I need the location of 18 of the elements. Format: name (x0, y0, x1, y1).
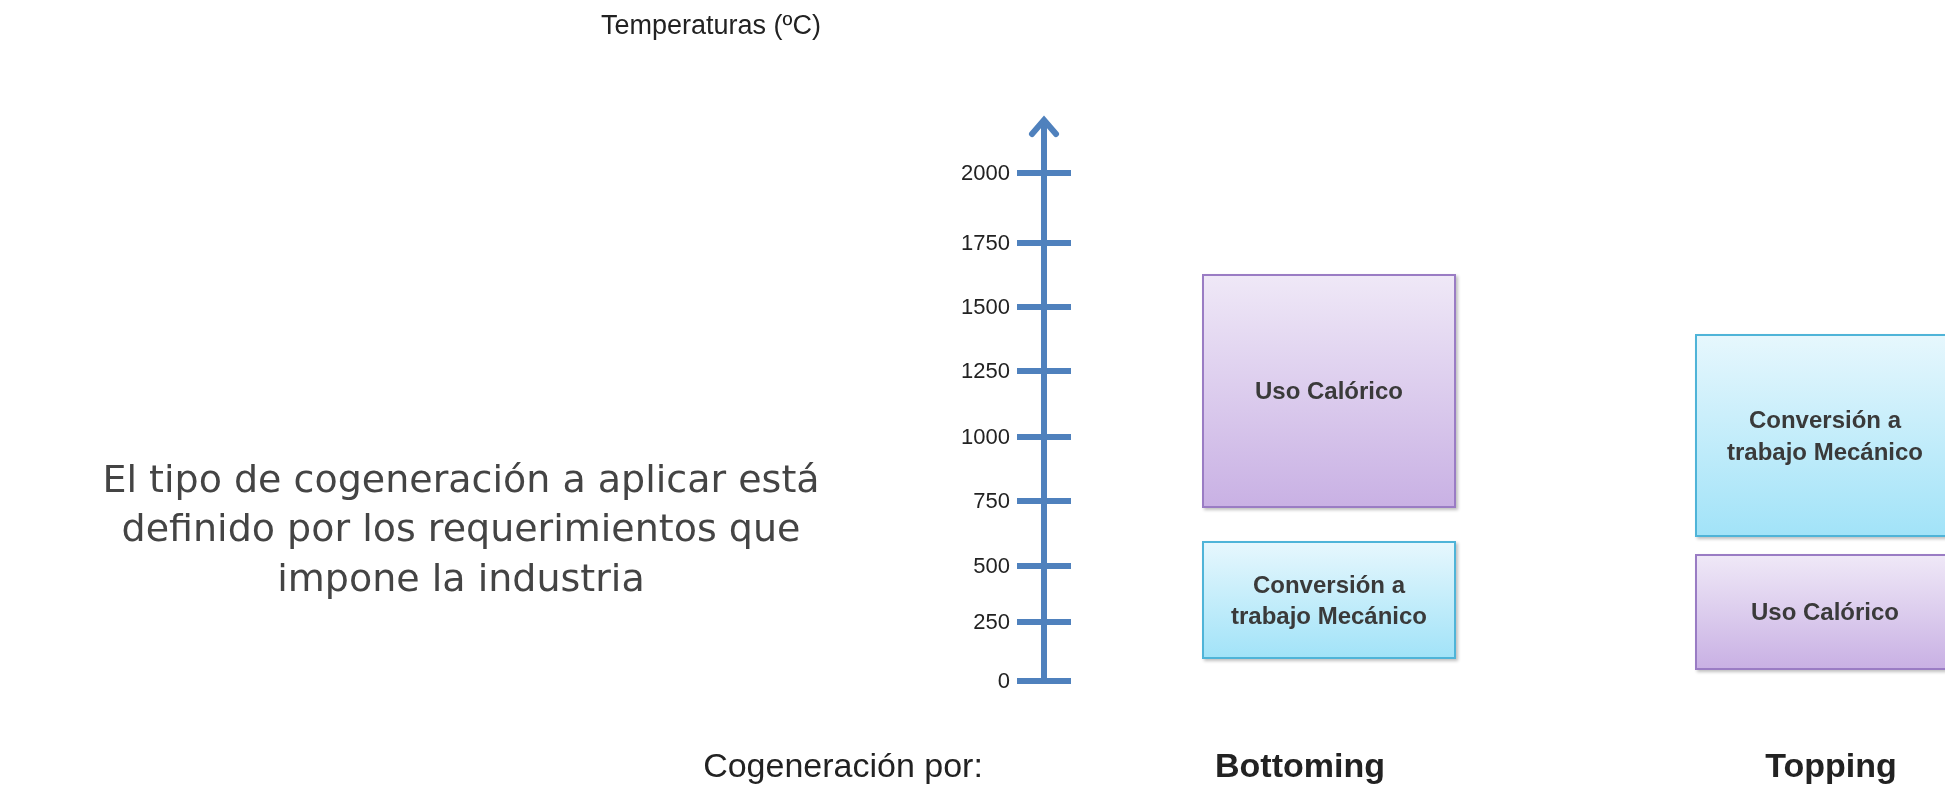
heat-use-box: Uso Calórico (1695, 554, 1945, 670)
description-text: El tipo de cogeneración a aplicar está definido por los requerimientos que impone la industria (101, 455, 821, 602)
tick-label: 0 (997, 668, 1010, 694)
tick-label: 250 (973, 609, 1010, 635)
heat-use-box: Uso Calórico (1202, 274, 1456, 508)
tick-label: 1000 (961, 424, 1010, 450)
tick-label: 750 (973, 488, 1010, 514)
tick-label: 500 (973, 553, 1010, 579)
category-label: Topping (1765, 745, 1897, 785)
category-label: Bottoming (1215, 745, 1385, 785)
tick-label: 1750 (961, 230, 1010, 256)
tick-label: 2000 (961, 160, 1010, 186)
mechanical-conversion-box: Conversión a trabajo Mecánico (1202, 541, 1456, 659)
mechanical-conversion-box: Conversión a trabajo Mecánico (1695, 334, 1945, 537)
axis-title: Temperaturas (ºC) (601, 9, 821, 41)
tick-label: 1250 (961, 358, 1010, 384)
category-heading: Cogeneración por: (703, 745, 983, 785)
tick-label: 1500 (961, 294, 1010, 320)
